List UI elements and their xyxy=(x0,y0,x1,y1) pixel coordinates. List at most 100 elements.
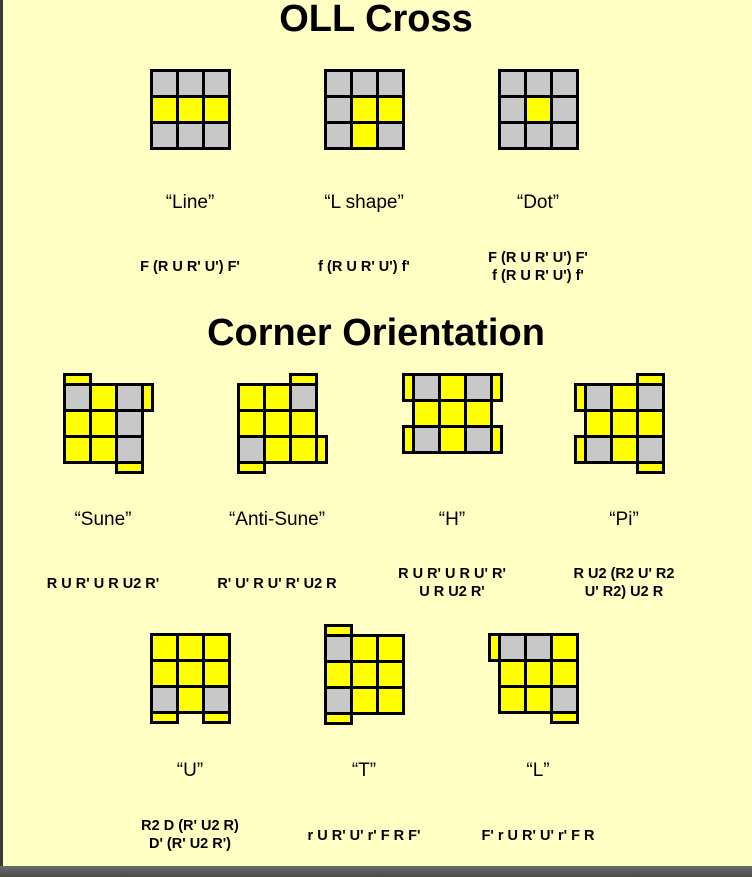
face-sticker xyxy=(638,412,662,435)
face-sticker xyxy=(204,636,228,659)
algorithm-sune: R U R' U R U2 R' xyxy=(0,575,213,593)
side-sticker xyxy=(239,464,263,471)
side-sticker xyxy=(317,438,325,461)
cube-face-svg xyxy=(573,373,665,474)
corner-sune-diagram xyxy=(62,373,154,479)
face-sticker xyxy=(152,72,176,95)
side-sticker xyxy=(404,428,412,451)
oll-cross-l-shape-diagram xyxy=(323,69,405,155)
corner-anti-sune-diagram xyxy=(236,373,328,479)
case-name-dot: “Dot” xyxy=(516,192,560,213)
face-sticker xyxy=(204,98,228,121)
face-sticker xyxy=(265,386,289,409)
cube-face-svg xyxy=(149,633,231,724)
face-sticker xyxy=(326,72,350,95)
face-sticker xyxy=(204,688,228,711)
side-sticker xyxy=(492,376,500,399)
cube-face-svg xyxy=(149,69,231,150)
face-sticker xyxy=(152,98,176,121)
face-sticker xyxy=(152,636,176,659)
algorithm-h-1: R U R' U R U' R' xyxy=(398,566,506,582)
face-sticker xyxy=(612,412,636,435)
face-sticker xyxy=(552,72,576,95)
face-sticker xyxy=(500,98,524,121)
face-sticker xyxy=(378,72,402,95)
face-sticker xyxy=(586,386,610,409)
corner-orientation-title: Corner Orientation xyxy=(207,312,545,354)
face-sticker xyxy=(326,689,350,712)
face-sticker xyxy=(414,376,438,399)
algorithm-t: r U R' U' r' F R F' xyxy=(254,827,474,845)
corner-t-diagram xyxy=(323,624,405,730)
algorithm-u-2: D' (R' U2 R') xyxy=(148,836,232,852)
face-sticker xyxy=(178,688,202,711)
algorithm-line-1: F (R U R' U') F' xyxy=(140,259,240,275)
face-sticker xyxy=(265,438,289,461)
face-sticker xyxy=(239,412,263,435)
face-sticker xyxy=(440,402,464,425)
face-sticker xyxy=(291,412,315,435)
face-sticker xyxy=(91,386,115,409)
algorithm-t-1: r U R' U' r' F R F' xyxy=(307,828,421,844)
face-sticker xyxy=(178,124,202,147)
side-sticker xyxy=(143,386,151,409)
corner-pi-diagram xyxy=(573,373,665,479)
face-sticker xyxy=(117,386,141,409)
oll-cross-title: OLL Cross xyxy=(279,0,473,40)
algorithm-pi: R U2 (R2 U' R2 U' R2) U2 R xyxy=(514,565,734,601)
window-bottom-edge xyxy=(0,866,752,877)
face-sticker xyxy=(552,662,576,685)
face-sticker xyxy=(526,636,550,659)
face-sticker xyxy=(65,386,89,409)
face-sticker xyxy=(291,386,315,409)
cube-face-svg xyxy=(323,624,405,725)
algorithm-dot: F (R U R' U') F' f (R U R' U') f' xyxy=(428,249,648,285)
case-name-pi: “Pi” xyxy=(609,509,639,530)
algorithm-pi-1: R U2 (R2 U' R2 xyxy=(573,566,675,582)
face-sticker xyxy=(612,438,636,461)
face-sticker xyxy=(65,438,89,461)
face-sticker xyxy=(291,438,315,461)
face-sticker xyxy=(414,428,438,451)
algorithm-h: R U R' U R U' R' U R U2 R' xyxy=(342,565,562,601)
face-sticker xyxy=(239,386,263,409)
corner-u-diagram xyxy=(149,633,231,729)
case-name-h: “H” xyxy=(438,509,466,530)
face-sticker xyxy=(500,636,524,659)
face-sticker xyxy=(352,72,376,95)
side-sticker xyxy=(117,464,141,471)
face-sticker xyxy=(378,98,402,121)
face-sticker xyxy=(466,376,490,399)
face-sticker xyxy=(526,98,550,121)
side-sticker xyxy=(576,386,584,409)
face-sticker xyxy=(204,124,228,147)
side-sticker xyxy=(638,464,662,471)
face-sticker xyxy=(378,689,402,712)
algorithm-sune-1: R U R' U R U2 R' xyxy=(46,576,160,592)
face-sticker xyxy=(326,98,350,121)
face-sticker xyxy=(204,662,228,685)
side-sticker xyxy=(552,714,576,721)
face-sticker xyxy=(204,72,228,95)
face-sticker xyxy=(526,688,550,711)
algorithm-l-1: F' r U R' U' r' F R xyxy=(481,828,595,844)
algorithm-l: F' r U R' U' r' F R xyxy=(428,827,648,845)
case-name-line: “Line” xyxy=(165,192,215,213)
case-name-l: “L” xyxy=(526,760,550,781)
algorithm-line: F (R U R' U') F' xyxy=(80,258,300,276)
side-sticker xyxy=(638,376,662,383)
face-sticker xyxy=(552,98,576,121)
face-sticker xyxy=(526,72,550,95)
algorithm-pi-2: U' R2) U2 R xyxy=(584,584,664,600)
face-sticker xyxy=(352,124,376,147)
algorithm-l-shape: f (R U R' U') f' xyxy=(254,258,474,276)
face-sticker xyxy=(552,124,576,147)
face-sticker xyxy=(440,428,464,451)
oll-cross-dot-diagram xyxy=(497,69,579,155)
cube-face-svg xyxy=(487,633,579,724)
face-sticker xyxy=(152,662,176,685)
face-sticker xyxy=(526,662,550,685)
face-sticker xyxy=(638,386,662,409)
case-name-anti-sune: “Anti-Sune” xyxy=(228,509,326,530)
face-sticker xyxy=(152,124,176,147)
